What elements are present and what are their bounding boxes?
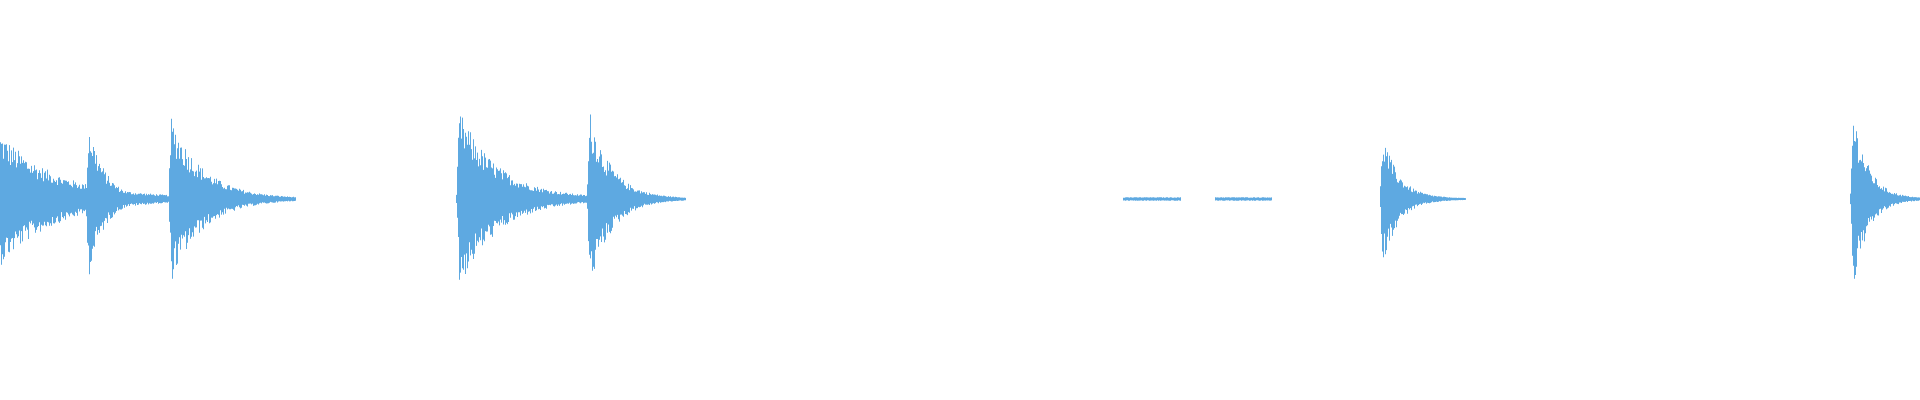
waveform-bars bbox=[0, 114, 1920, 280]
